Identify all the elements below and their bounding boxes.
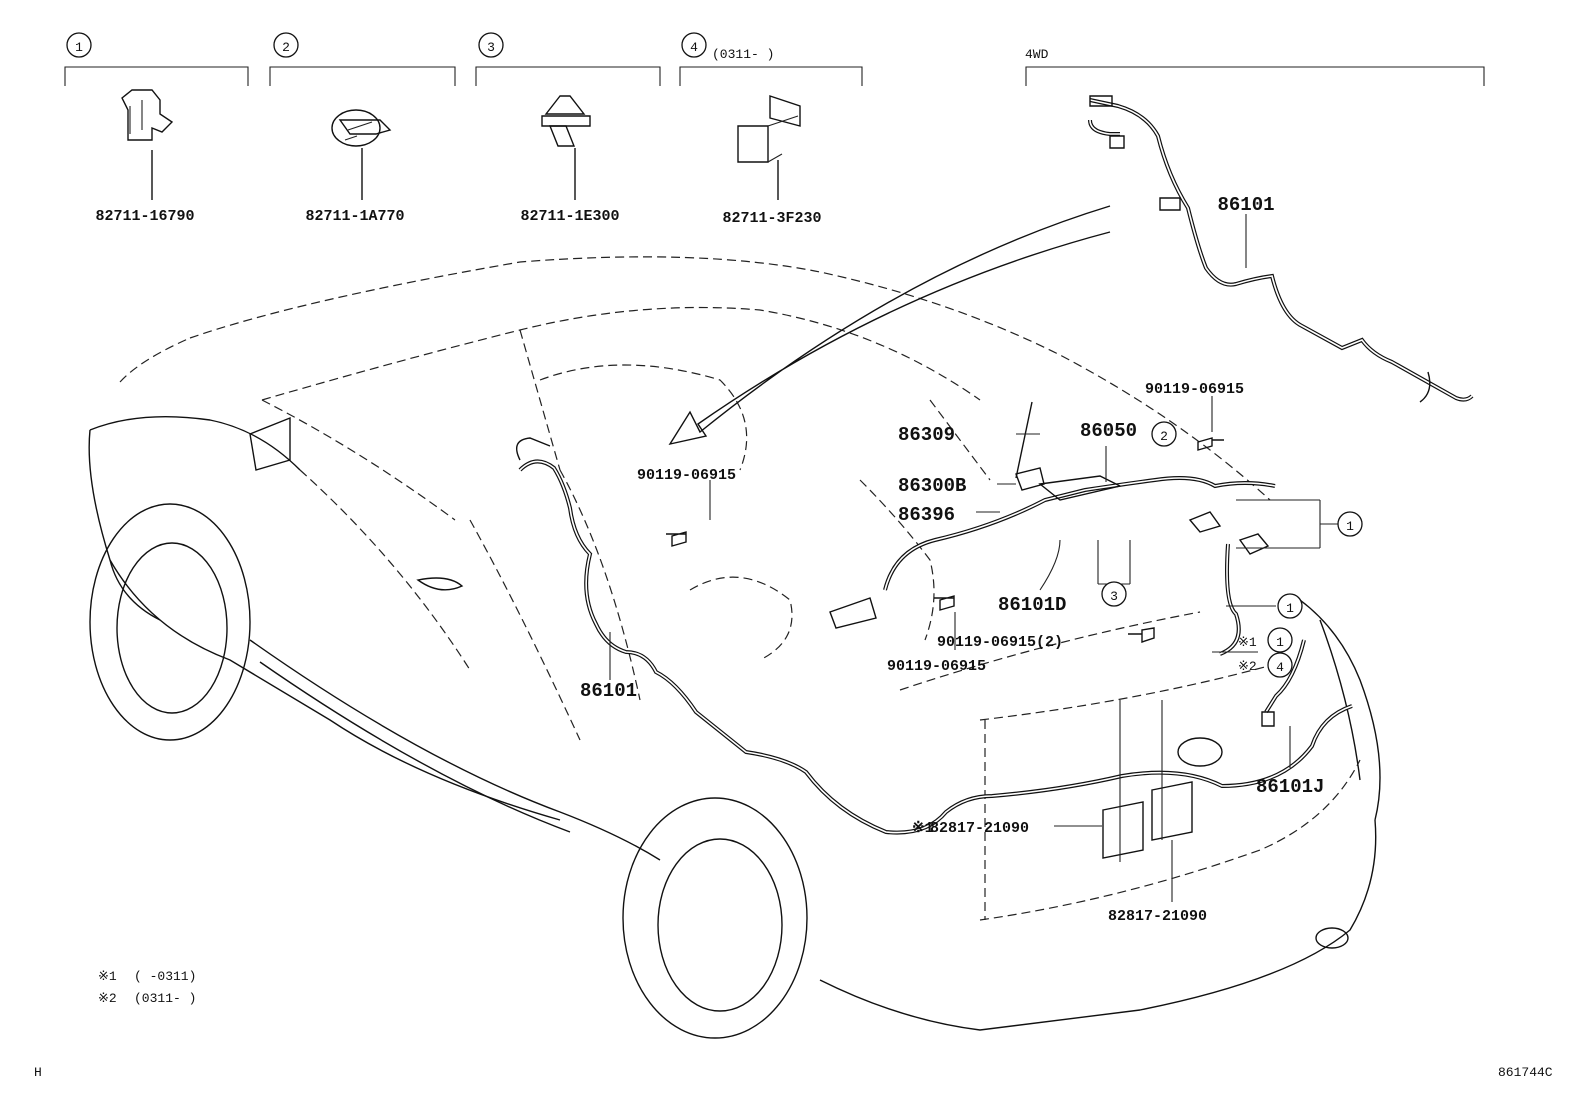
callout-3: 3 [1110,589,1118,604]
clip-icon-3 [541,95,591,147]
label-86101d: 86101D [998,594,1066,616]
label-86101: 86101 [580,680,637,702]
callout-1b: 1 [1286,601,1294,616]
clip-index-1: 1 [75,40,83,55]
clip-index-3: 3 [487,40,495,55]
clip-icon-2 [331,109,392,147]
clip-part-1: 82711-16790 [95,208,194,225]
label-pad1-mark: ※1 [912,820,934,837]
clip-index-2: 2 [282,40,290,55]
callout-1c: 1 [1276,635,1284,650]
label-bolt-top: 90119-06915 [1145,381,1244,398]
callout-mark2: ※2 [1238,659,1257,674]
label-bolt-mid2: 90119-06915(2) [937,634,1063,651]
clip-panel-1: 1 82711-16790 [64,32,249,225]
clip-icon-4 [737,95,801,163]
footnote-2-text: (0311- ) [134,991,196,1006]
callouts: 2 1 3 1 ※1 1 ※2 4 [1101,421,1363,678]
clip-note-4: (0311- ) [712,47,774,62]
footnote-1-text: ( -0311) [134,969,196,984]
label-bolt-mid: 90119-06915 [887,658,986,675]
callout-2: 2 [1160,429,1168,444]
label-86396: 86396 [898,504,955,526]
main-harness [516,401,1353,835]
footnote-1-mark: ※1 [98,969,117,984]
4wd-harness [1088,95,1474,403]
label-86050: 86050 [1080,420,1137,442]
footnotes: ※1 ( -0311) ※2 (0311- ) [98,969,196,1006]
label-bolt-left: 90119-06915 [637,467,736,484]
callout-mark1: ※1 [1238,635,1257,650]
4wd-part-86101: 86101 [1217,194,1274,216]
label-pad2: 82817-21090 [1108,908,1207,925]
4wd-label: 4WD [1025,47,1049,62]
corner-label: H [34,1065,42,1080]
diagram-id: 861744C [1498,1065,1553,1080]
clip-panel-4: 4 (0311- ) 82711-3F230 [679,32,863,227]
label-86300b: 86300B [898,475,966,497]
pad-icons [1102,700,1193,862]
clip-part-2: 82711-1A770 [305,208,404,225]
clip-panel-2: 2 82711-1A770 [269,32,456,225]
label-86309: 86309 [898,424,955,446]
clip-part-3: 82711-1E300 [520,208,619,225]
footnote-2-mark: ※2 [98,991,117,1006]
clip-panel-3: 3 82711-1E300 [475,32,661,225]
callout-1a: 1 [1346,519,1354,534]
clip-index-4: 4 [690,40,698,55]
4wd-section: 4WD 86101 [1025,47,1485,403]
bolt-icons [666,437,1224,643]
car-body [88,205,1381,1039]
clip-part-4: 82711-3F230 [722,210,821,227]
label-86101j: 86101J [1256,776,1324,798]
leader-lines [609,396,1338,902]
label-pad1: 82817-21090 [930,820,1029,837]
callout-4: 4 [1276,660,1284,675]
clip-icon-1 [121,89,174,141]
